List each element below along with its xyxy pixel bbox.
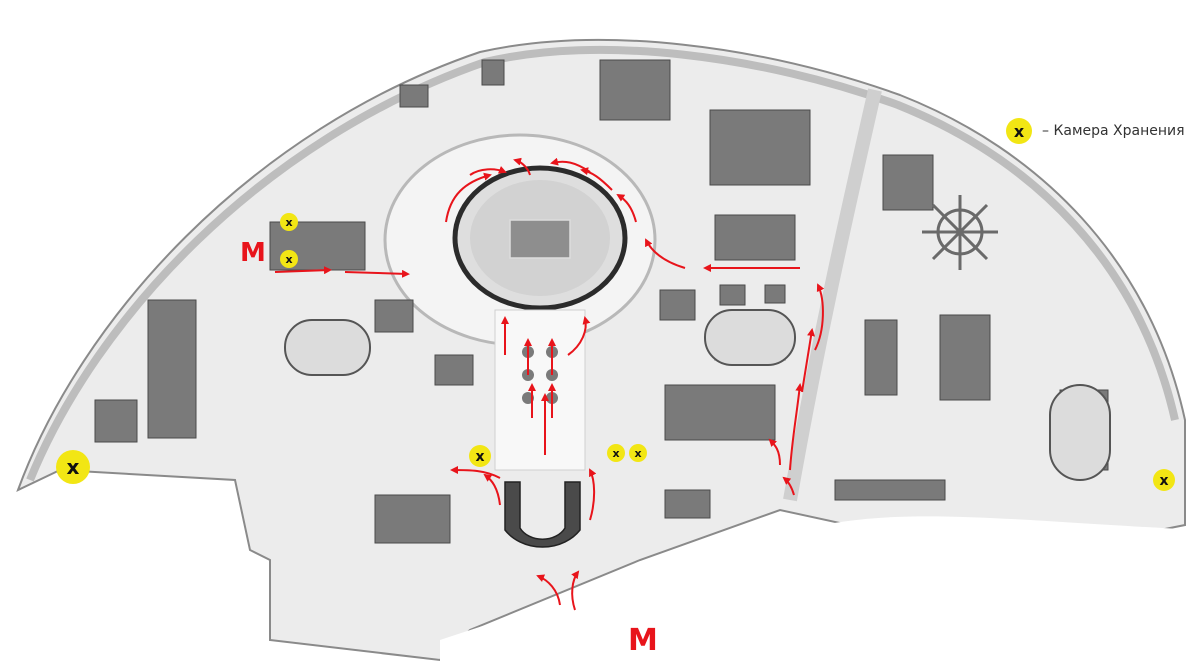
svg-text:x: x: [67, 455, 80, 479]
football-pitch: [509, 219, 571, 259]
storage-badge-icon: x: [607, 444, 625, 462]
storage-badge-icon: x: [280, 250, 298, 268]
route-arrow-icon: [571, 570, 580, 611]
route-arrow-icon: [450, 466, 501, 479]
svg-text:x: x: [634, 447, 641, 460]
storage-badge-icon: x: [280, 213, 298, 231]
route-arrow-icon: [801, 328, 815, 393]
route-arrow-icon: [483, 473, 501, 506]
main-road-right: [783, 88, 882, 502]
route-arrow-icon: [789, 383, 804, 471]
svg-text:M: M: [628, 623, 658, 658]
route-arrow-icon: [536, 574, 561, 606]
storage-badge-icon: x: [1153, 469, 1175, 491]
route-arrow-icon: [768, 438, 781, 466]
route-arrow-icon: [274, 266, 332, 275]
outer-ring-road: [26, 45, 1179, 482]
svg-text:x: x: [285, 253, 292, 266]
route-arrow-icon: [782, 476, 795, 496]
storage-badge-icon: x: [56, 450, 90, 484]
svg-text:x: x: [1159, 473, 1168, 489]
route-arrow-icon: [344, 269, 410, 278]
svg-text:M: M: [240, 238, 266, 268]
route-arrow-icon: [567, 316, 591, 356]
route-arrows: [274, 157, 825, 611]
route-arrow-icon: [814, 283, 825, 351]
horseshoe-arena: [504, 481, 581, 548]
svg-text:x: x: [475, 449, 484, 465]
svg-text:x: x: [612, 447, 619, 460]
route-arrow-icon: [445, 172, 492, 223]
route-arrow-icon: [616, 193, 637, 223]
svg-text:x: x: [285, 216, 292, 229]
metro-icon: M: [240, 238, 266, 268]
metro-icon: M: [628, 623, 658, 658]
route-arrow-icon: [513, 157, 531, 176]
route-arrow-icon: [589, 468, 597, 521]
legend-label: – Камера Хранения: [1042, 123, 1185, 139]
athletics-tracks: [284, 309, 1111, 481]
route-arrow-icon: [645, 238, 686, 269]
storage-badge-icon: x: [629, 444, 647, 462]
star-plaza: [922, 195, 998, 270]
storage-badge-icon: x: [469, 445, 491, 467]
central-avenue: [494, 309, 586, 471]
river-embankment: [440, 516, 1200, 672]
route-arrow-icon: [469, 166, 507, 176]
map-legend: x – Камера Хранения: [1006, 117, 1185, 145]
route-arrow-icon: [580, 167, 613, 191]
storage-badge-icon: x: [1006, 118, 1032, 144]
